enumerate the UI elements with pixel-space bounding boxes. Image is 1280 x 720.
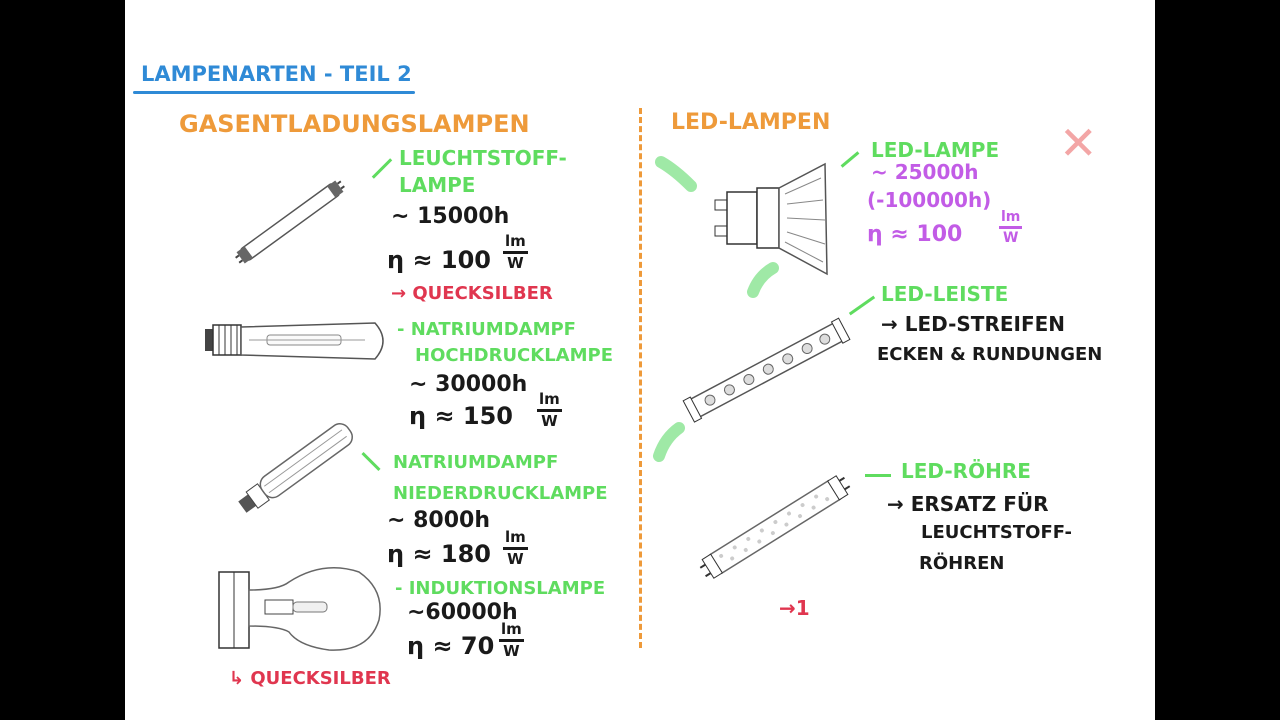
led-strip-note1: → LED-STREIFEN bbox=[881, 312, 1066, 336]
lamp-1-efficacy: η ≈ 100 bbox=[387, 246, 492, 274]
led-spot-lamp-icon bbox=[655, 156, 828, 298]
pointer-line-led bbox=[840, 151, 860, 168]
led-tube-icon bbox=[699, 475, 851, 579]
whiteboard: LAMPENARTEN - TEIL 2 GASENTLADUNGSLAMPEN… bbox=[125, 0, 1155, 720]
column-divider bbox=[639, 108, 642, 648]
title-underline bbox=[133, 91, 415, 94]
led-strip-note2: ECKEN & RUNDUNGEN bbox=[877, 344, 1103, 365]
heading-gasentladungslampen: GASENTLADUNGSLAMPEN bbox=[179, 110, 530, 138]
heading-led-lampen: LED-LAMPEN bbox=[671, 110, 831, 135]
led-tube-note3: RÖHREN bbox=[919, 553, 1005, 574]
hps-lamp-icon bbox=[205, 322, 384, 360]
pointer-line-tube bbox=[865, 474, 891, 477]
lamp-3-lifetime: ~ 8000h bbox=[387, 508, 490, 533]
page-title: LAMPENARTEN - TEIL 2 bbox=[141, 62, 412, 86]
lamp-4-note: ↳ QUECKSILBER bbox=[229, 668, 391, 689]
lamp-2-lifetime: ~ 30000h bbox=[409, 372, 528, 397]
lamp-1-name-line2: LAMPE bbox=[399, 173, 476, 197]
lps-lamp-icon bbox=[238, 423, 353, 513]
lamp-2-efficacy: η ≈ 150 bbox=[409, 402, 514, 430]
lamp-4-efficacy: η ≈ 70 bbox=[407, 632, 495, 660]
lamp-1-note: → QUECKSILBER bbox=[391, 283, 553, 304]
led-tube-name: LED-RÖHRE bbox=[901, 459, 1031, 483]
led-lamp-efficacy: η ≈ 100 bbox=[867, 222, 963, 247]
lamp-1-name-line1: LEUCHTSTOFF- bbox=[399, 146, 567, 170]
led-tube-note2: LEUCHTSTOFF- bbox=[921, 522, 1072, 543]
led-tube-note1: → ERSATZ FÜR bbox=[887, 492, 1049, 516]
cross-mark: ✕ bbox=[1059, 116, 1098, 170]
lamp-3-name-line2: NIEDERDRUCKLAMPE bbox=[393, 483, 608, 504]
led-strip-icon bbox=[653, 317, 851, 462]
fluorescent-tube-icon bbox=[235, 180, 345, 264]
pointer-line-1 bbox=[371, 158, 393, 179]
lamp-2-name-line1: - NATRIUMDAMPF bbox=[397, 319, 576, 340]
induction-lamp-icon bbox=[218, 567, 381, 651]
lamp-4-lifetime: ~60000h bbox=[407, 600, 518, 625]
lamp-4-name: - INDUKTIONSLAMPE bbox=[395, 578, 606, 599]
lamp-3-efficacy: η ≈ 180 bbox=[387, 540, 492, 568]
led-lamp-name: LED-LAMPE bbox=[871, 138, 1000, 162]
lamp-1-lifetime: ~ 15000h bbox=[391, 204, 510, 229]
led-lamp-lifetime: ~ 25000h bbox=[871, 160, 979, 184]
pointer-line-strip bbox=[848, 295, 876, 316]
footnote-marker: →1 bbox=[779, 596, 810, 620]
led-strip-name: LED-LEISTE bbox=[881, 282, 1009, 306]
lamp-2-name-line2: HOCHDRUCKLAMPE bbox=[415, 345, 614, 366]
lamp-3-name-line1: NATRIUMDAMPF bbox=[393, 452, 559, 473]
led-lamp-lifetime-max: (-100000h) bbox=[867, 188, 992, 212]
